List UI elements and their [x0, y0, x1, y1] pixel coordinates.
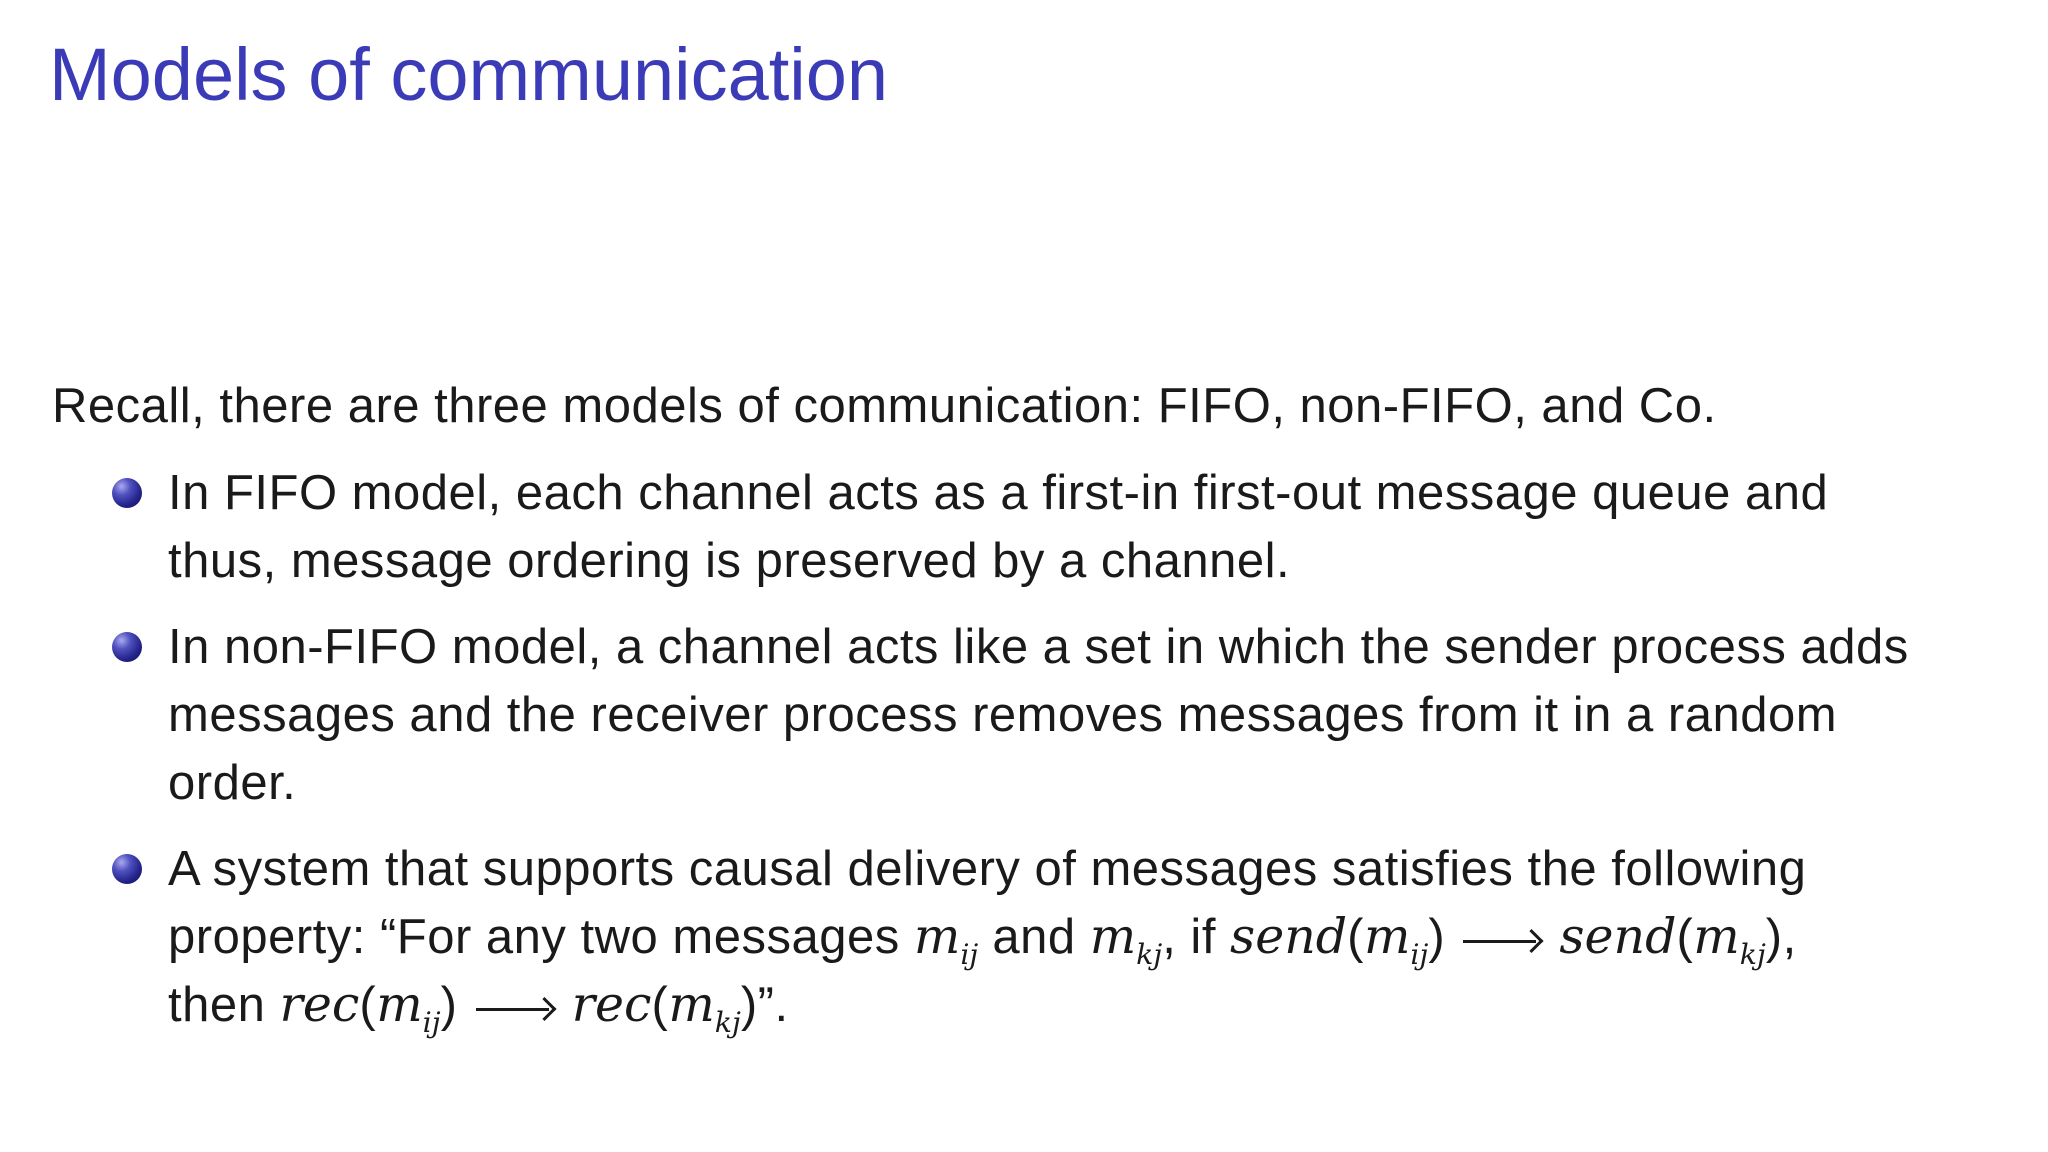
- bullet-text: In non-FIFO model, a channel acts like a…: [168, 620, 1909, 810]
- bullet-text: A system that supports causal delivery o…: [168, 842, 1807, 1039]
- bullet-ball-icon: [112, 854, 142, 884]
- intro-text: Recall, there are three models of commun…: [52, 379, 1717, 433]
- bullet-item: A system that supports causal delivery o…: [112, 835, 2028, 1039]
- bullet-list: In FIFO model, each channel acts as a fi…: [112, 459, 2028, 1057]
- bullet-item: In FIFO model, each channel acts as a fi…: [112, 459, 2028, 595]
- long-right-arrow-icon: [475, 994, 554, 1024]
- bullet-ball-icon: [112, 478, 142, 508]
- slide-title: Models of communication: [49, 33, 889, 116]
- long-right-arrow-icon: [1463, 926, 1541, 956]
- bullet-text: In FIFO model, each channel acts as a fi…: [168, 466, 1829, 588]
- bullet-item: In non-FIFO model, a channel acts like a…: [112, 613, 2028, 817]
- bullet-ball-icon: [112, 632, 142, 662]
